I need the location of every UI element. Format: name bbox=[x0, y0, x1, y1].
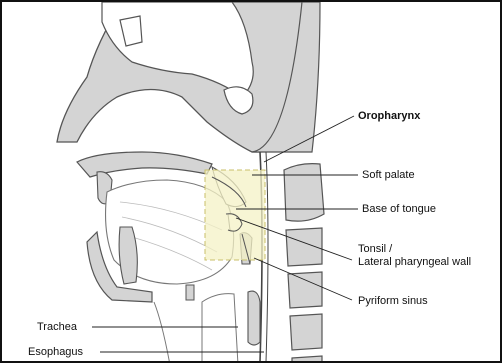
hyoid bbox=[186, 285, 194, 300]
vertebra-4 bbox=[290, 314, 322, 350]
lower-teeth bbox=[119, 227, 137, 284]
label-tonsil: Tonsil / bbox=[358, 243, 392, 255]
label-soft-palate: Soft palate bbox=[362, 169, 415, 181]
label-lateral-pharyngeal-wall: Lateral pharyngeal wall bbox=[358, 256, 471, 268]
label-oropharynx: Oropharynx bbox=[358, 110, 420, 122]
label-pyriform-sinus: Pyriform sinus bbox=[358, 295, 428, 307]
label-trachea: Trachea bbox=[37, 321, 77, 333]
vertebra-3 bbox=[288, 272, 322, 308]
larynx bbox=[202, 294, 238, 363]
trachea-ring bbox=[248, 291, 260, 345]
label-esophagus: Esophagus bbox=[28, 346, 83, 358]
vertebra-1 bbox=[284, 164, 324, 222]
label-base-of-tongue: Base of tongue bbox=[362, 203, 436, 215]
